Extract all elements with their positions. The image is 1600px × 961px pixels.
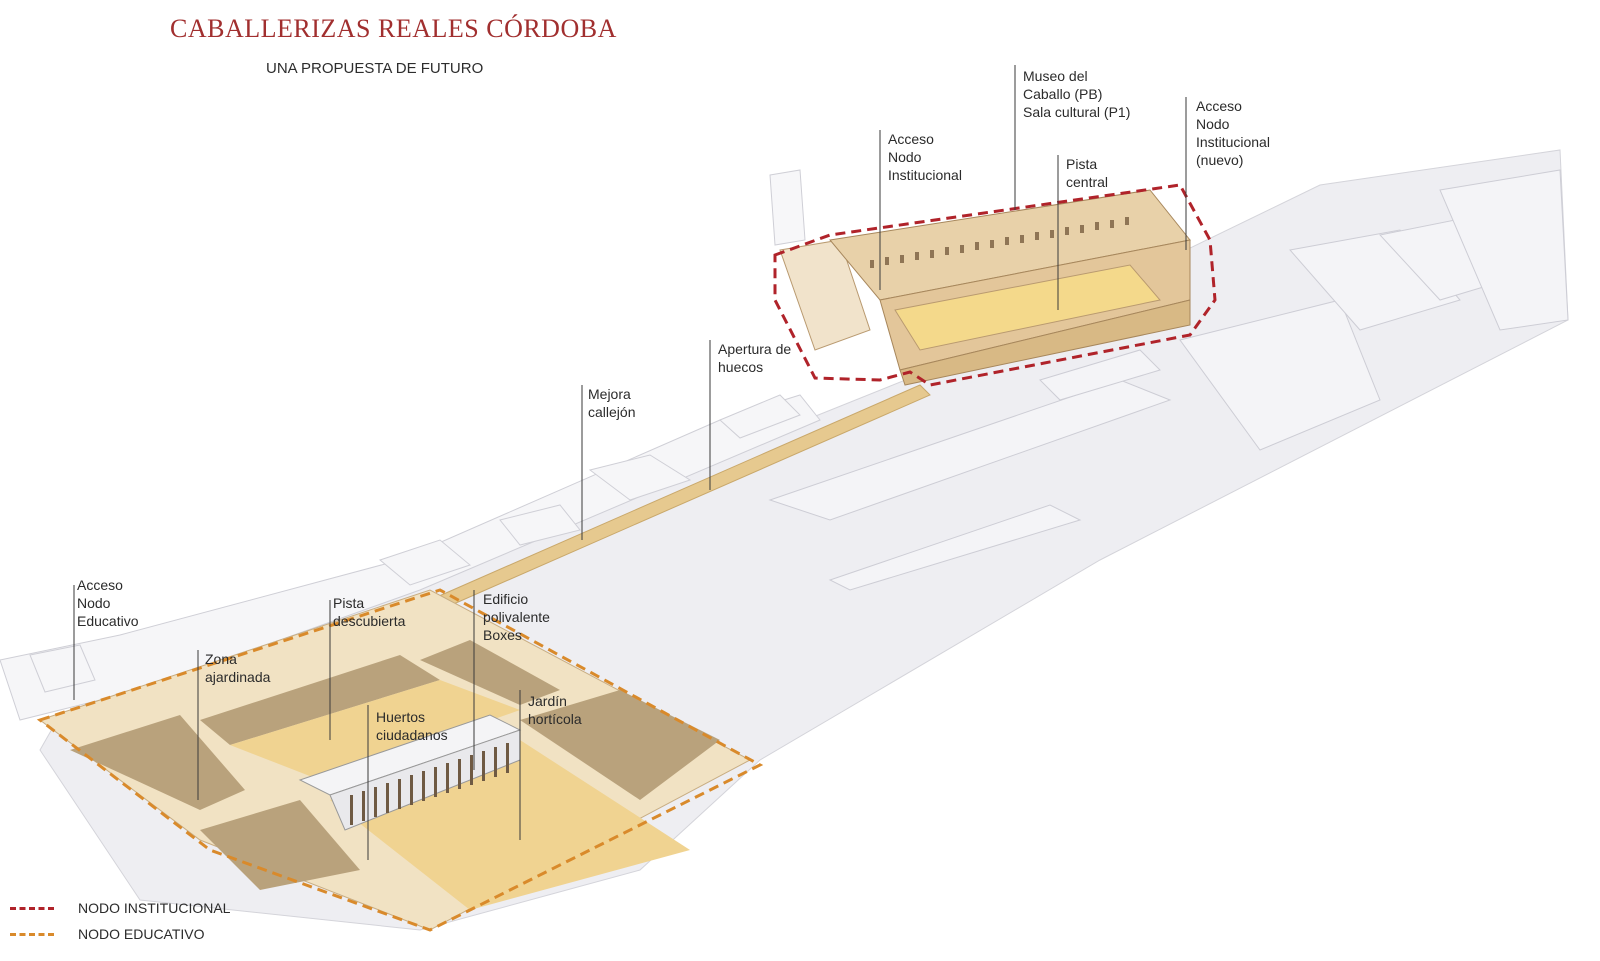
legend-swatch-institutional — [10, 906, 54, 910]
label-pista-central: Pista central — [1066, 156, 1109, 190]
street-buildings — [0, 394, 821, 721]
courtyard-blocks — [768, 169, 1569, 591]
label-huertos-ciudadanos: Huertos ciudadanos — [376, 709, 448, 743]
label-jardin-horticola: Jardín hortícola — [528, 693, 582, 727]
institutional-node-outline — [773, 183, 1217, 387]
legend-swatch-educational — [10, 932, 54, 936]
label-acceso-nodo-institucional: Acceso Nodo Institucional — [888, 131, 962, 183]
legend-label-educational: NODO EDUCATIVO — [78, 926, 205, 942]
leader-lines — [73, 65, 1187, 860]
educational-node-outline — [36, 588, 764, 932]
label-apertura-huecos: Apertura de huecos — [718, 341, 792, 375]
tower-block — [769, 169, 806, 246]
label-acceso-nodo-educativo: Acceso Nodo Educativo — [77, 577, 139, 629]
legend-label-institutional: NODO INSTITUCIONAL — [78, 900, 231, 916]
legend-item-educational: NODO EDUCATIVO — [10, 924, 205, 944]
label-mejora-callejon: Mejora callejón — [588, 386, 636, 420]
page-subtitle: UNA PROPUESTA DE FUTURO — [266, 60, 484, 77]
institutional-complex — [779, 189, 1191, 386]
label-acceso-nodo-institucional-nuevo: Acceso Nodo Institucional (nuevo) — [1196, 98, 1270, 168]
facade-windows — [870, 217, 1129, 268]
multipurpose-building — [298, 714, 522, 831]
label-museo-caballo: Museo del Caballo (PB) Sala cultural (P1… — [1023, 68, 1131, 120]
page-title: CABALLERIZAS REALES CÓRDOBA — [170, 14, 617, 43]
label-pista-descubierta: Pista descubierta — [333, 595, 406, 629]
label-zona-ajardinada: Zona ajardinada — [205, 651, 271, 685]
label-edificio-polivalente: Edificio polivalente Boxes — [483, 591, 550, 643]
legend-item-institutional: NODO INSTITUCIONAL — [10, 898, 230, 918]
